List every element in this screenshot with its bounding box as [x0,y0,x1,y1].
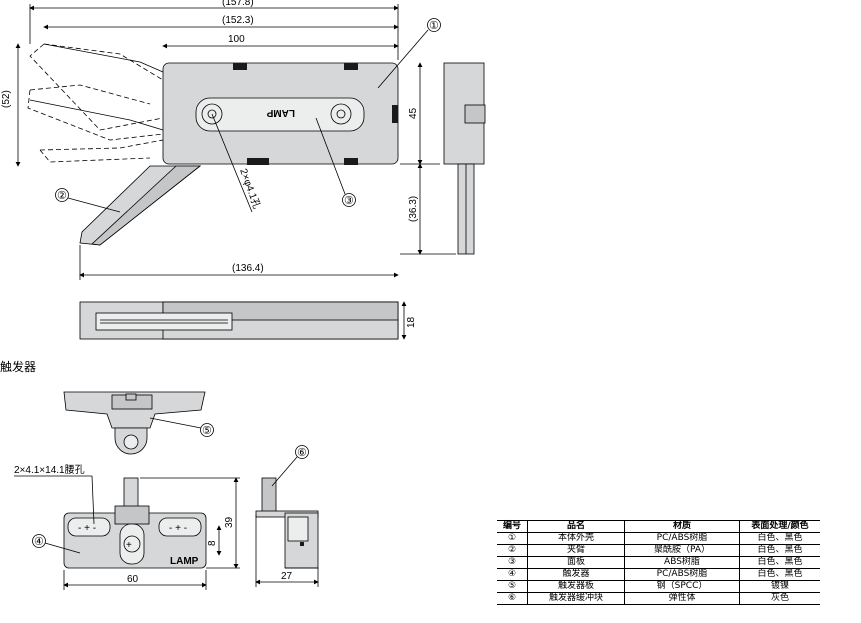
parts-table-header: 编号 品名 材质 表面处理/颜色 [497,520,820,533]
cell-number: ④ [497,568,528,581]
trigger-side-view: 27 ⑥ [255,445,319,587]
trigger-lamp-mark: LAMP [170,556,199,567]
table-row: ① 本体外壳 PC/ABS树脂 白色、黑色 [497,532,820,545]
callout-6: ⑥ [297,447,307,459]
cell-part-name: 触发器缓冲块 [527,592,625,605]
trigger-slot-spec: 2×4.1×14.1腰孔 [14,464,85,476]
callout-4: ④ [34,536,44,548]
cell-part-name: 触发器板 [527,580,625,593]
dim-trigger-width: 60 [127,574,139,585]
header-material: 材质 [624,520,740,533]
dim-thickness: 18 [406,316,417,328]
header-part-name: 品名 [527,520,625,533]
cell-number: ③ [497,556,528,569]
table-row: ④ 触发器 PC/ABS树脂 白色、黑色 [497,568,820,581]
callout-1: ① [429,20,439,32]
dim-height-52: (52) [1,90,12,108]
svg-text:- + -: - + - [78,523,96,534]
callout-5: ⑤ [202,425,212,437]
table-row: ② 夹臂 聚酰胺（PA） 白色、黑色 [497,544,820,557]
cell-material: 钢（SPCC） [624,580,740,593]
table-row: ③ 面板 ABS树脂 白色、黑色 [497,556,820,569]
top-view: 18 [79,301,417,340]
svg-text:+: + [126,540,132,551]
front-view: LAMP (157.8) (152.3) 100 (52) 45 (36.3) … [1,0,486,280]
dim-trigger-height: 39 [224,516,235,528]
callout-3: ③ [344,195,354,207]
section-title: 触发器 [0,359,36,374]
cell-part-name: 面板 [527,556,625,569]
cell-material: ABS树脂 [624,556,740,569]
header-finish: 表面处理/颜色 [739,520,820,533]
trigger-view: - + - - + - + LAMP 2×4.1×14.1腰孔 ④ 60 39 … [14,464,240,590]
dim-body-width: 100 [228,34,245,45]
cell-number: ⑥ [497,592,528,605]
cell-finish: 灰色 [739,592,820,605]
cell-material: PC/ABS树脂 [624,568,740,581]
cell-material: 聚酰胺（PA） [624,544,740,557]
svg-text:- + -: - + - [169,523,187,534]
parts-table: 编号 品名 材质 表面处理/颜色 ① 本体外壳 PC/ABS树脂 白色、黑色 ②… [497,520,820,605]
hole-spec: 2×φ4.1孔 [237,167,263,210]
cell-number: ⑤ [497,580,528,593]
cell-part-name: 触发器 [527,568,625,581]
trigger-plate-view: ⑤ [63,391,214,455]
dim-body-arm-width: (152.3) [222,15,254,26]
dim-arm-reach: (136.4) [232,263,264,274]
dim-slot-pitch: 8 [207,540,218,546]
header-number: 编号 [497,520,528,533]
cell-part-name: 本体外壳 [527,532,625,545]
dim-body-height: 45 [408,107,419,119]
cell-finish: 镀镍 [739,580,820,593]
cell-finish: 白色、黑色 [739,556,820,569]
cell-part-name: 夹臂 [527,544,625,557]
dim-arm-drop: (36.3) [408,196,419,222]
cell-number: ② [497,544,528,557]
faceplate [195,97,365,132]
dim-trigger-side: 27 [281,571,293,582]
cell-finish: 白色、黑色 [739,544,820,557]
cell-finish: 白色、黑色 [739,568,820,581]
cell-finish: 白色、黑色 [739,532,820,545]
cell-material: PC/ABS树脂 [624,532,740,545]
table-row: ⑤ 触发器板 钢（SPCC） 镀镍 [497,580,820,593]
cell-number: ① [497,532,528,545]
table-row: ⑥ 触发器缓冲块 弹性体 灰色 [497,592,820,605]
cell-material: 弹性体 [624,592,740,605]
lamp-mark: LAMP [266,107,295,118]
callout-2: ② [57,190,67,202]
dim-overall-width: (157.8) [222,0,254,8]
